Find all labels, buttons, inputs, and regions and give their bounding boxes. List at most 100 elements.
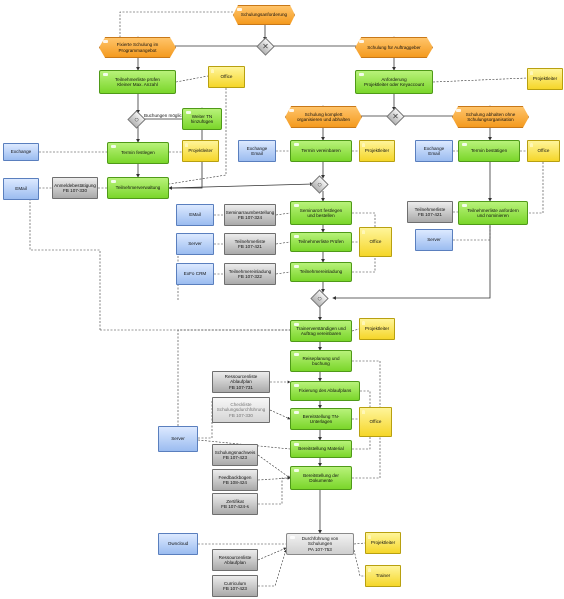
function-ablaufplan[interactable]: Fixierung des Ablaufplans [290,381,360,401]
role-projektleiter-3[interactable]: Projektleiter [359,140,395,162]
function-teilnehmerliste-pruefen-2[interactable]: Teilnehmerliste Prüfen [290,232,352,252]
system-exchange-email-1[interactable]: Exchange Email [238,140,276,162]
event-schulungsanforderung[interactable]: Schulungsanforderung [233,5,295,25]
role-projektleiter-4[interactable]: Projektleiter [359,318,395,340]
function-icon [294,235,299,238]
association-line [353,542,366,545]
function-icon [294,384,299,387]
function-tn-unterlagen[interactable]: Bereitstellung TN- Unterlagen [290,408,352,430]
association-line [275,241,291,245]
function-icon [294,353,299,356]
document-seminarraumbestellung[interactable]: Seminarraumbestellung FB 107-324 [224,204,276,226]
role-office-1[interactable]: Office [208,66,245,88]
event-icon [456,109,461,112]
function-weiter-tn[interactable]: Weiter TN hinzufügen [182,108,222,130]
function-reiseplanung[interactable]: Reiseplanung und buchung [290,350,352,372]
function-icon [294,265,299,268]
document-teilnehmereinladung[interactable]: Teilnehmereinladung FB 107-322 [224,263,276,285]
association-line [275,212,291,216]
document-teilnehmerliste-1[interactable]: Teilnehmerliste FB 107-421 [224,233,276,255]
function-teilnehmerverwaltung[interactable]: Teilnehmerverwaltung [107,177,169,199]
document-feedbackbogen[interactable]: Feedbackbogen FB 108-424 [212,469,258,491]
function-termin-festlegen[interactable]: Termin festlegen [107,142,169,164]
function-teilnehmerliste-anfordern[interactable]: Teilnehmerliste anfordern und nominieren [458,201,528,225]
association-line [119,11,233,37]
document-anmeldebestaetigung[interactable]: Anmeldebestätigung FB 107-330 [52,177,98,199]
label-buchungen-moeglich: Buchungen möglich [144,113,185,118]
document-schulungsnachweis[interactable]: Schulungsnachweis FB 107-423 [212,444,258,466]
person-icon [362,410,365,414]
event-fixierte-schulung[interactable]: Fixierte Schulung im Programmangebot [99,37,176,58]
function-durchfuehrung[interactable]: Durchführung von Schulungen PA 107-753 [286,533,354,555]
event-icon [103,40,108,43]
role-office-4[interactable]: Office [359,407,392,437]
association-line [353,549,365,577]
association-line [257,547,287,561]
function-termin-bestaetigen[interactable]: Termin bestätigen [458,140,520,162]
role-trainer[interactable]: Trainer [365,565,401,587]
function-icon [294,469,299,472]
association-line [352,212,376,227]
document-zertifikat[interactable]: Zertifikat FB 107-424-s [212,493,258,515]
association-line [351,328,360,332]
person-icon [530,143,533,147]
role-office-2[interactable]: Office [527,140,560,162]
function-material[interactable]: Bereitstellung Material [290,440,352,458]
function-icon [294,411,299,414]
event-schulung-abhalten[interactable]: Schulung abhalten ohne Schulungsorganisa… [452,106,529,128]
function-termin-vereinbaren[interactable]: Termin vereinbaren [290,140,352,162]
event-schulung-komplett[interactable]: Schulung komplett organisieren und abhal… [285,106,362,128]
document-checkliste[interactable]: Checkliste Schulungsdurchführung FB 107-… [212,397,270,423]
person-icon [362,143,365,147]
system-exfo-crm[interactable]: ExFo CRM [176,263,214,285]
association-line [257,454,291,479]
association-line [275,271,291,275]
flow-line [168,182,314,189]
person-icon [530,71,533,75]
role-projektleiter-5[interactable]: Projektleiter [365,532,401,554]
function-teilnehmereinladung[interactable]: Teilnehmereinladung [290,262,352,282]
system-exchange-email-2[interactable]: Exchange Email [415,140,453,162]
function-icon [294,443,299,446]
association-line [29,200,101,330]
role-office-3[interactable]: Office [359,227,392,257]
system-email-2[interactable]: EMail [176,204,214,226]
event-schulung-auftraggeber[interactable]: Schulung für Auftraggeber [355,37,433,58]
document-curriculum[interactable]: Curriculum FB 107-423 [212,575,258,597]
association-line [258,476,291,505]
system-owncloud[interactable]: Owncloud [158,533,198,555]
association-line [453,225,491,241]
system-server-2[interactable]: Server [415,229,453,251]
event-icon [289,109,294,112]
function-icon [294,204,299,207]
system-email-1[interactable]: EMail [3,178,39,200]
document-ressourcenliste[interactable]: Ressourcenliste Ablaufplan FB 107-731 [212,371,270,393]
function-icon [294,323,299,326]
function-teilnehmerliste-pruefen[interactable]: Teilnehmerliste prüfen Kleiner Max. Anza… [99,70,176,94]
system-server-3[interactable]: Server [158,426,198,452]
function-seminarort[interactable]: Seminarort festlegen und bestellen [290,201,352,225]
system-server-1[interactable]: Server [176,233,214,255]
association-line [360,390,371,407]
event-icon [359,40,364,43]
system-exchange-1[interactable]: Exchange [3,143,39,161]
association-line [175,75,209,83]
function-icon [103,73,108,76]
role-projektleiter-1[interactable]: Projektleiter [527,68,563,90]
association-line [198,400,213,439]
function-icon [290,536,295,539]
function-anforderung[interactable]: Anforderung Projektleiter oder Keyaccoun… [355,70,433,94]
association-line [269,409,291,420]
function-dokumente[interactable]: Bereitstellung der Dokumente [290,466,352,490]
document-teilnehmerliste-2[interactable]: Teilnehmerliste FB 107-421 [407,201,453,223]
function-icon [186,111,191,114]
person-icon [368,568,371,572]
association-line [352,437,371,450]
role-projektleiter-2[interactable]: Projektleiter [182,140,219,162]
document-ressourcenliste-2[interactable]: Ressourcenliste Ablaufplan [212,549,258,571]
person-icon [368,535,371,539]
function-trainer-verstaendigen[interactable]: Trainerverständigen und Auftrag vereinba… [290,320,352,342]
association-line [528,162,544,214]
